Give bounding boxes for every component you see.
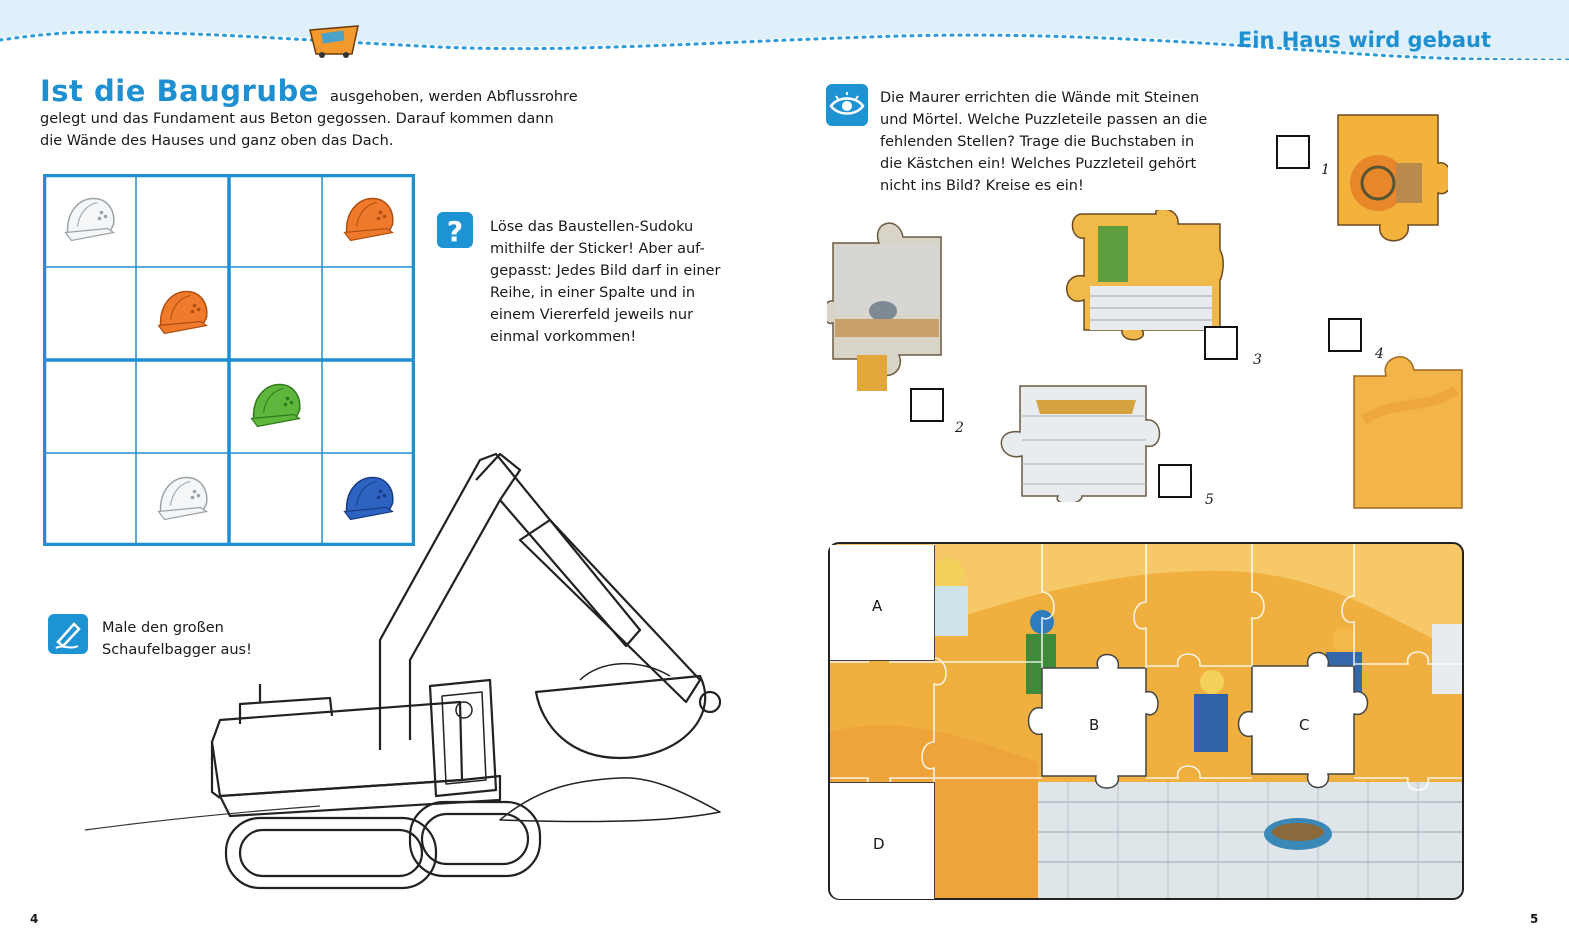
white-helmet-icon — [157, 476, 209, 521]
answer-box-5[interactable] — [1158, 464, 1192, 498]
puzzle-line: die Kästchen ein! Welches Puzzleteil geh… — [880, 156, 1197, 172]
missing-area-d — [830, 782, 935, 899]
header-dumpster-icon — [306, 22, 362, 62]
sudoku-cell[interactable] — [326, 364, 411, 449]
piece-number-3: 3 — [1253, 352, 1262, 368]
green-helmet-icon — [250, 383, 302, 428]
excavator-coloring-drawing — [84, 452, 722, 890]
puzzle-label-b: B — [1089, 716, 1100, 734]
answer-box-4[interactable] — [1328, 318, 1362, 352]
sudoku-line: Löse das Baustellen-Sudoku — [490, 219, 694, 235]
puzzle-line: und Mörtel. Welche Puzzleteile passen an… — [880, 112, 1208, 128]
page-number-left: 4 — [30, 912, 39, 926]
intro-title: Ist die Baugrube — [40, 74, 319, 108]
coloring-instructions: Male den großen Schaufelbagger aus! — [102, 617, 252, 661]
puzzle-piece-3-illustration — [1066, 210, 1224, 341]
piece-number-2: 2 — [955, 420, 964, 436]
sudoku-instructions: Löse das Baustellen-Sudoku mithilfe der … — [490, 216, 730, 348]
intro-line-1: ausgehoben, werden Abflussrohre — [330, 89, 578, 105]
sudoku-cell[interactable] — [233, 178, 318, 263]
sudoku-cell[interactable] — [140, 178, 225, 263]
sudoku-grid-lines — [42, 173, 416, 547]
blue-helmet-icon — [343, 476, 395, 521]
orange-helmet-icon — [343, 197, 395, 242]
sudoku-line: einem Viererfeld jeweils nur — [490, 307, 694, 323]
question-mark-icon: ? — [437, 212, 473, 248]
puzzle-line: fehlenden Stellen? Trage die Buchstaben … — [880, 134, 1195, 150]
intro-line-3: die Wände des Hauses und ganz oben das D… — [40, 133, 394, 149]
coloring-line-2: Schaufelbagger aus! — [102, 642, 252, 658]
puzzle-piece-5-illustration — [1000, 385, 1161, 502]
puzzle-piece-1-illustration — [1337, 114, 1448, 242]
orange-helmet-icon — [157, 290, 209, 335]
sudoku-grid — [42, 173, 416, 547]
eye-icon — [826, 84, 868, 126]
sudoku-cell[interactable] — [233, 271, 318, 356]
piece-number-4: 4 — [1375, 346, 1384, 362]
piece-number-5: 5 — [1205, 492, 1214, 508]
answer-box-3[interactable] — [1204, 326, 1238, 360]
sudoku-cell[interactable] — [47, 271, 132, 356]
sudoku-line: einmal vorkommen! — [490, 329, 637, 345]
puzzle-label-c: C — [1299, 716, 1310, 734]
intro-block: Ist die Baugrube ausgehoben, werden Abfl… — [40, 74, 578, 152]
sudoku-cell[interactable] — [47, 364, 132, 449]
puzzle-piece-4-illustration — [1353, 356, 1463, 509]
piece-number-1: 1 — [1321, 162, 1330, 178]
answer-box-1[interactable] — [1276, 135, 1310, 169]
white-helmet-icon — [64, 197, 116, 242]
section-title: Ein Haus wird gebaut — [1237, 28, 1491, 52]
sudoku-line: gepasst: Jedes Bild darf in einer — [490, 263, 721, 279]
sudoku-line: Reihe, in einer Spalte und in — [490, 285, 696, 301]
sudoku-cell[interactable] — [140, 364, 225, 449]
puzzle-line: nicht ins Bild? Kreise es ein! — [880, 178, 1084, 194]
puzzle-label-d: D — [873, 835, 885, 853]
page-number-right: 5 — [1530, 912, 1539, 926]
puzzle-label-a: A — [872, 597, 883, 615]
pencil-icon — [48, 614, 88, 654]
puzzle-line: Die Maurer errichten die Wände mit Stein… — [880, 90, 1200, 106]
intro-line-2: gelegt und das Fundament aus Beton gegos… — [40, 111, 554, 127]
coloring-line-1: Male den großen — [102, 620, 224, 636]
puzzle-piece-2-illustration — [827, 222, 942, 391]
sudoku-cell[interactable] — [326, 271, 411, 356]
missing-area-a — [830, 545, 935, 661]
header-wave-band — [0, 0, 1569, 60]
puzzle-instructions: Die Maurer errichten die Wände mit Stein… — [880, 87, 1220, 197]
svg-text:?: ? — [447, 215, 463, 248]
sudoku-line: mithilfe der Sticker! Aber auf- — [490, 241, 705, 257]
answer-box-2[interactable] — [910, 388, 944, 422]
